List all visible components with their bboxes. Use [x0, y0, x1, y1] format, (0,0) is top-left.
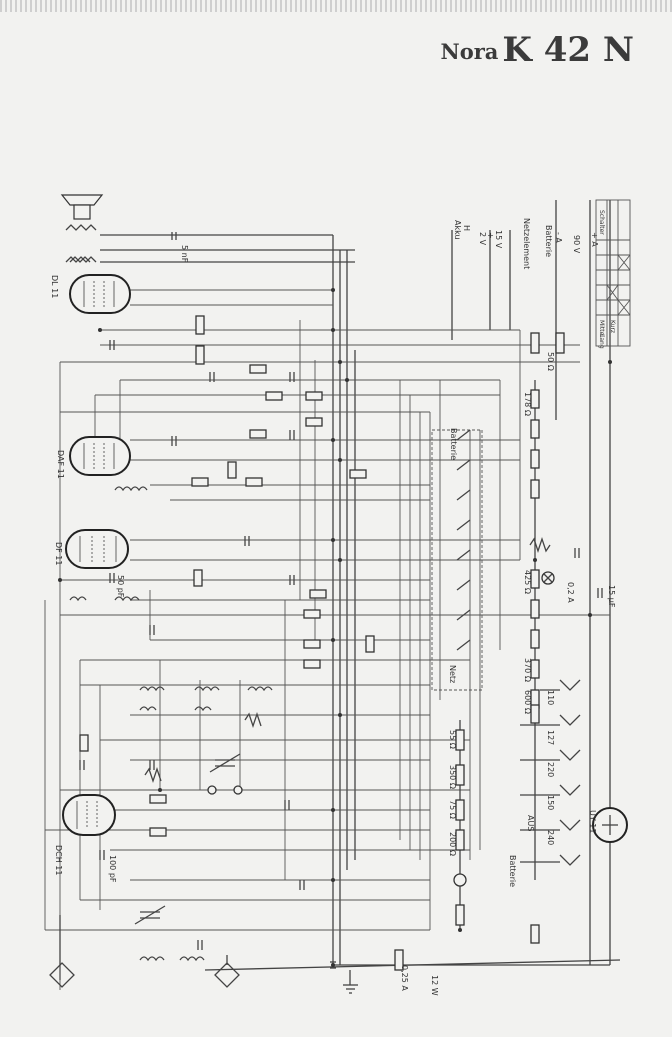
resistor-425-label: 425 Ω [523, 570, 532, 594]
wave-switch-bank [431, 429, 483, 691]
switch-netz-label: Netz [448, 665, 457, 683]
supply-plus-a-label: + A [590, 232, 599, 247]
junction-dots [58, 288, 612, 967]
resistor-350-label: 350 Ω [448, 765, 457, 789]
supply-2v-label: 2 V [478, 232, 487, 246]
tube-dl11-label: DL 11 [50, 275, 59, 298]
speaker [60, 194, 104, 263]
table-row-label: Mittel [598, 320, 605, 337]
antenna-ground: 0,25 A 12 W 0,2 A [49, 582, 575, 996]
table-row-label: Kurz [609, 320, 616, 333]
supply-labels: Akku H 2 V 15 V + Netzelement Batterie -… [448, 218, 599, 683]
tube-daf11: DAF 11 [56, 436, 131, 479]
tube-dch11: DCH 11 [54, 794, 116, 875]
main-bus-lines [59, 200, 621, 980]
cap-5nf-label: 5 nF [180, 245, 189, 263]
switch-batterie-label: Batterie [449, 428, 458, 460]
scan-noise-strip [0, 0, 672, 12]
lamp-label: 0,2 A [566, 582, 575, 603]
cap-15uf-label: 15 µF [607, 585, 616, 608]
rectifier-tube-label: UY 11 [588, 810, 597, 833]
tube-dch11-label: DCH 11 [54, 845, 63, 875]
supply-15v-label: 15 V [494, 230, 503, 249]
tap-220-label: 220 [546, 762, 555, 777]
voltage-selector-taps: 240 220 150 127 110 AUS Batterie [508, 679, 581, 887]
tube-df11: DF 11 [54, 529, 129, 569]
tap-150-label: 150 [546, 795, 555, 810]
resistor-600-label: 600 Ω [523, 690, 532, 714]
switch-position-table: Schalter Mittel Lang Kurz [595, 199, 631, 349]
tap-batterie-label: Batterie [508, 855, 517, 887]
capacitors: 5 nF 100 pF 50 pF 15 µF [79, 232, 616, 969]
table-header-label: Schalter [598, 210, 605, 235]
supply-90v-label: 90 V [572, 235, 581, 254]
tap-240-label: 240 [546, 830, 555, 845]
resistor-200-label: 200 Ω [448, 832, 457, 856]
coils [69, 486, 273, 962]
signal-traces [45, 289, 610, 931]
tuning-gang [134, 753, 241, 925]
supply-minus-a-label: - A [554, 232, 563, 243]
cap-100pf-label: 100 pF [108, 855, 117, 883]
fuse-label: 0,25 A [400, 965, 409, 991]
resistor-55-label: 55 Ω [448, 730, 457, 749]
model-number: K 42 N [502, 30, 634, 70]
power-label: 12 W [430, 975, 439, 996]
brand-name: Nora [440, 39, 499, 64]
resistor-370-label: 370 Ω [523, 658, 532, 682]
resistor-178-label: 178 Ω [523, 392, 532, 416]
supply-resistor-ladder: 50 Ω 178 Ω 425 Ω 370 Ω 600 Ω 55 Ω 350 Ω … [448, 332, 565, 944]
tube-df11-label: DF 11 [54, 542, 63, 565]
tap-127-label: 127 [546, 730, 555, 745]
switch-traces [44, 320, 521, 990]
supply-plus-label: + [486, 232, 495, 239]
supply-h-label: H [462, 225, 471, 231]
rectifier-tube-uy11: UY 11 [588, 807, 628, 843]
tube-dl11: DL 11 [50, 274, 131, 314]
resistor-50-label: 50 Ω [546, 352, 555, 371]
tube-daf11-label: DAF 11 [56, 450, 65, 479]
table-row-label: Lang [598, 334, 605, 349]
supply-netz-label: Netzelement [522, 218, 531, 269]
tap-110-label: 110 [546, 690, 555, 705]
resistor-75-label: 75 Ω [448, 800, 457, 819]
supply-batt-label: Batterie [544, 225, 553, 257]
cap-50pf-label: 50 pF [116, 575, 125, 598]
supply-akku-label: Akku [453, 220, 462, 240]
resistors [69, 256, 555, 971]
tap-aus-label: AUS [526, 815, 535, 831]
